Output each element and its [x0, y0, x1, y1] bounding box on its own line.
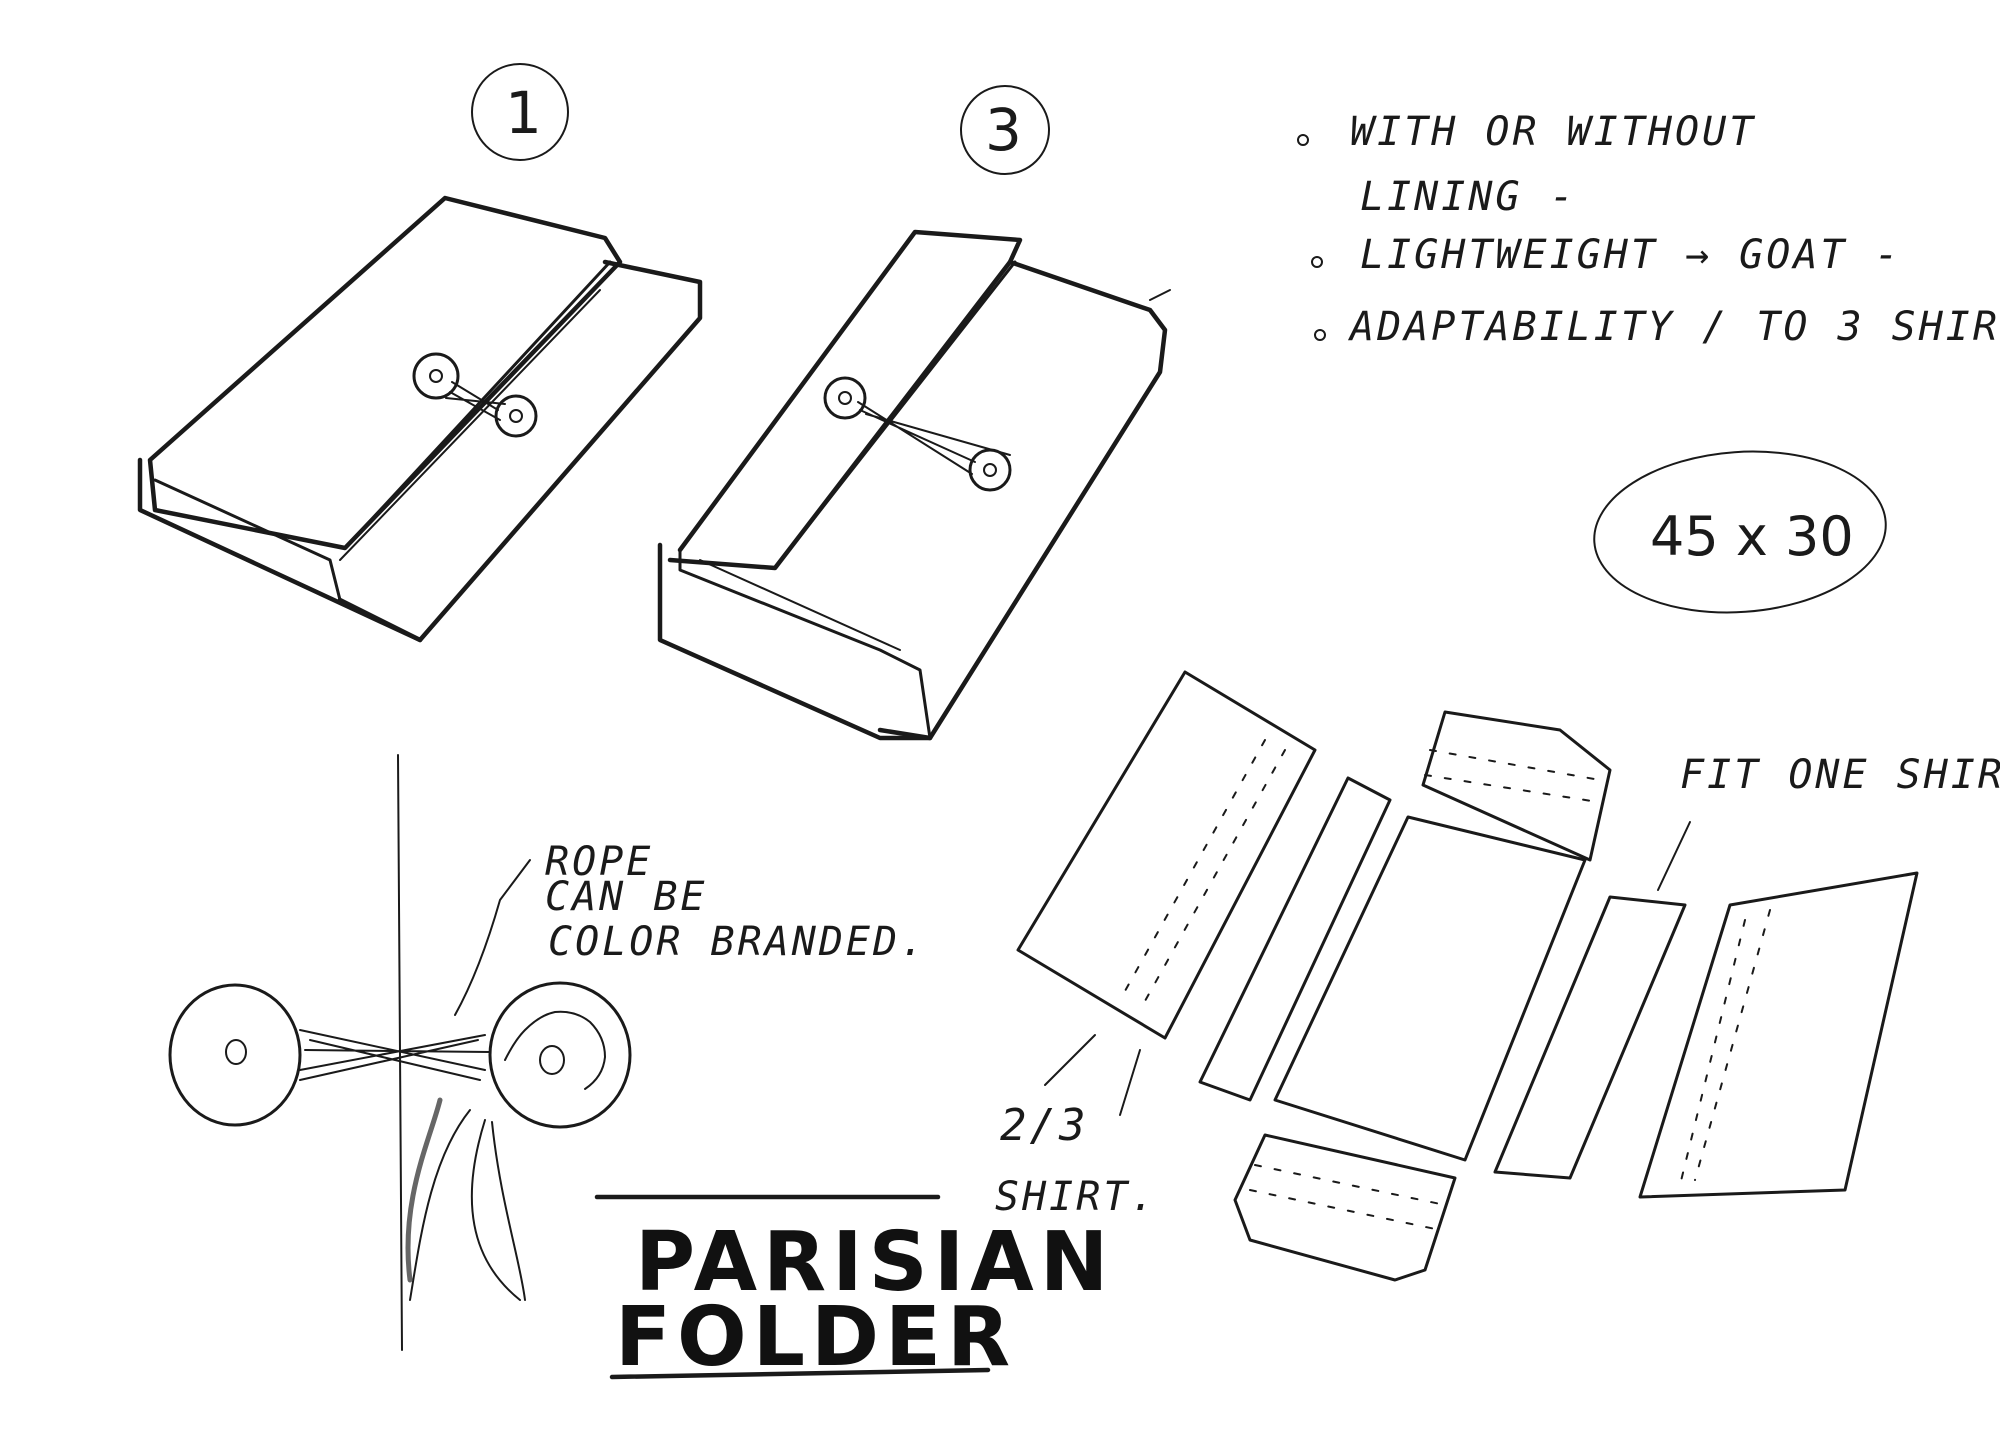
flat-pattern: FIT ONE SHIRT 2/3 SHIRT. [995, 670, 2000, 1282]
size-label: 45 x 30 [1650, 505, 1854, 568]
concept-3-number: 3 [985, 96, 1022, 164]
folder-concept-1: 1 [137, 63, 703, 643]
feature-note-4: ADAPTABILITY / TO 3 SHIRT [1347, 304, 2000, 350]
feature-note-3: LIGHTWEIGHT → GOAT - [1360, 232, 1902, 278]
fit-one-shirt-label: FIT ONE SHIRT [1680, 752, 2000, 798]
feature-notes: WITH OR WITHOUT LINING - LIGHTWEIGHT → G… [1297, 109, 2000, 350]
rope-note-line-2: CAN BE [545, 874, 708, 920]
size-callout: 45 x 30 [1593, 450, 1887, 614]
title-block: PARISIAN FOLDER [594, 1194, 1114, 1385]
feature-note-1: WITH OR WITHOUT [1350, 109, 1756, 155]
button-closure-3 [823, 376, 1012, 492]
rope-button-detail: ROPE CAN BE COLOR BRANDED. [168, 754, 927, 1351]
feature-note-2: LINING - [1360, 174, 1577, 220]
rope-note-line-1: ROPE [545, 839, 653, 885]
two-thirds-shirt-line-1: 2/3 [1000, 1100, 1088, 1151]
title-line-1: PARISIAN [635, 1215, 1114, 1310]
concept-1-number: 1 [505, 79, 542, 147]
rope-note-line-3: COLOR BRANDED. [548, 919, 927, 965]
button-closure-1 [412, 352, 538, 438]
folder-concept-3: 3 [657, 85, 1171, 741]
two-thirds-shirt-line-2: SHIRT. [995, 1174, 1158, 1220]
